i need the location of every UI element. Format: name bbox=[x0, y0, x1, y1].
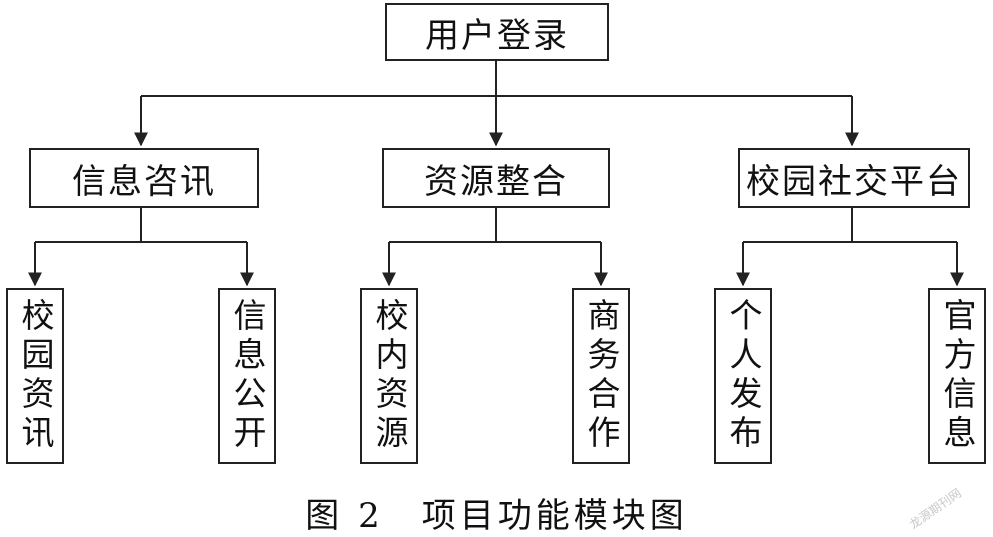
category-info-label: 信息咨讯 bbox=[72, 161, 216, 202]
leaf-internal-resource-label: 校内资源 bbox=[370, 298, 409, 454]
leaf-official-label: 官方信息 bbox=[938, 298, 977, 454]
category-resource-node: 资源整合 bbox=[382, 148, 610, 208]
leaf-campus-news: 校园资讯 bbox=[6, 288, 64, 464]
leaf-business: 商务合作 bbox=[572, 288, 630, 464]
leaf-info-public-label: 信息公开 bbox=[228, 298, 267, 454]
root-node: 用户登录 bbox=[385, 3, 609, 61]
leaf-internal-resource: 校内资源 bbox=[360, 288, 418, 464]
leaf-official: 官方信息 bbox=[928, 288, 986, 464]
leaf-campus-news-label: 校园资讯 bbox=[16, 298, 55, 454]
category-social-label: 校园社交平台 bbox=[746, 161, 962, 202]
leaf-personal: 个人发布 bbox=[714, 288, 772, 464]
root-node-label: 用户登录 bbox=[425, 15, 569, 56]
leaf-info-public: 信息公开 bbox=[218, 288, 276, 464]
figure-caption: 图 2 项目功能模块图 bbox=[305, 496, 688, 536]
category-social-node: 校园社交平台 bbox=[738, 148, 970, 208]
leaf-personal-label: 个人发布 bbox=[724, 298, 763, 454]
leaf-business-label: 商务合作 bbox=[582, 298, 621, 454]
category-resource-label: 资源整合 bbox=[424, 161, 568, 202]
category-info-node: 信息咨讯 bbox=[29, 148, 259, 208]
